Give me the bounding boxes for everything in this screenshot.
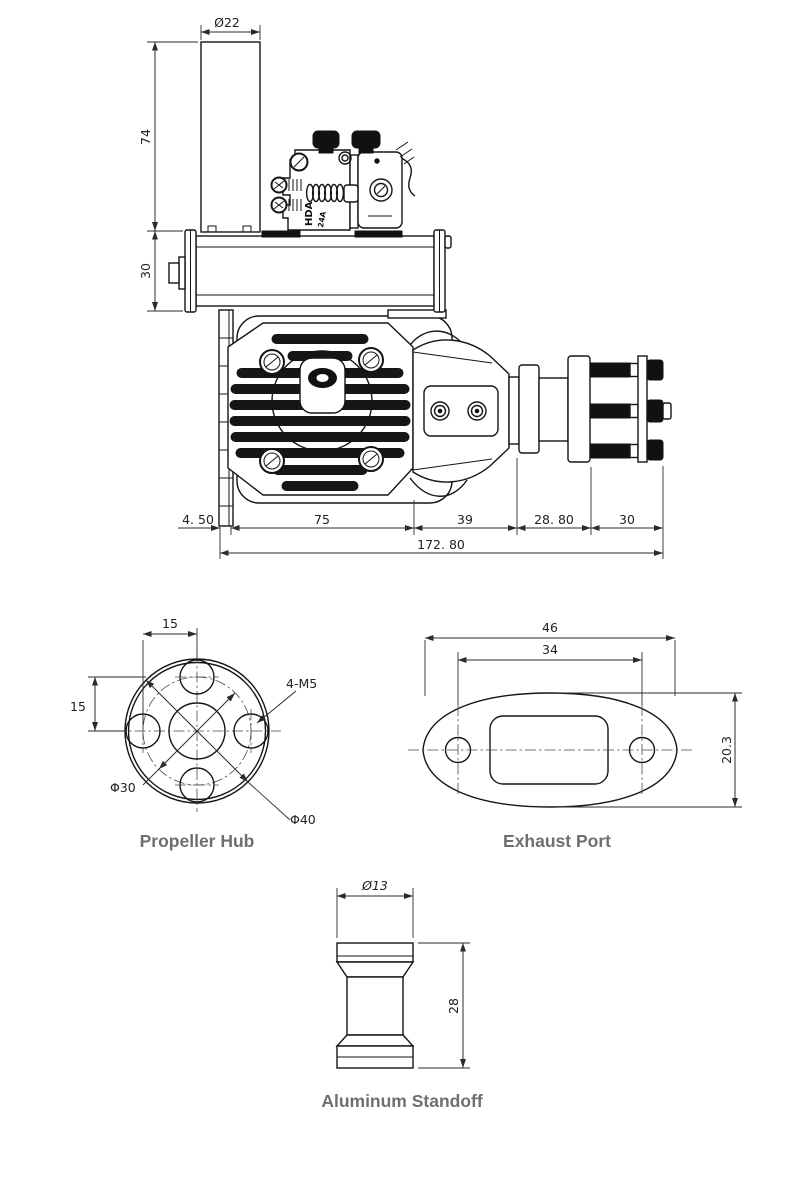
dim-standoff-height: 28: [446, 998, 461, 1014]
dim-standoff-diameter: Ø13: [361, 878, 388, 893]
carb-label: HDA: [304, 201, 315, 226]
needle-spring: [305, 183, 359, 203]
dim-exhaust-hole-spacing: 34: [542, 642, 558, 657]
dim-bolt-holes-spec: 4-M5: [286, 676, 317, 691]
front-housing: [412, 339, 510, 483]
dim-hub-hole-offset-v: 15: [70, 699, 86, 714]
prop-bolts: [589, 355, 672, 463]
exhaust-dimensions: 46 34 20.3: [424, 620, 742, 808]
exhaust-port-title: Exhaust Port: [503, 831, 611, 851]
dim-bolt-section-length: 30: [619, 512, 635, 527]
aluminum-standoff-view: Ø13 28 Aluminum Standoff: [321, 878, 483, 1111]
engine-side-view: HDA 24A Ø22 74 30: [138, 15, 672, 559]
head-screws: [259, 347, 384, 474]
cylinder-head: [227, 322, 414, 496]
dim-muffler-height: 30: [138, 263, 153, 279]
dim-hub-hole-offset-h: 15: [162, 616, 178, 631]
carburetor: HDA 24A: [261, 130, 416, 238]
main-view-dimensions: Ø22 74 30 4. 50 75 39: [138, 15, 664, 559]
propeller-hub-title: Propeller Hub: [140, 831, 255, 851]
carb-pump-body: [357, 151, 403, 229]
prop-shaft-assembly: [508, 355, 672, 463]
propeller-hub-view: 15 15 Φ30 Φ40 4-M5 Propeller Hub: [70, 616, 317, 851]
carb-caps: [312, 130, 381, 154]
muffler-outlet: [178, 256, 186, 290]
dim-exhaust-width: 46: [542, 620, 558, 635]
dim-overall-length: 172. 80: [417, 537, 465, 552]
muffler: [168, 229, 452, 313]
dim-exhaust-height: 20.3: [719, 736, 734, 764]
dim-crankcase-length: 75: [314, 512, 330, 527]
dim-bolt-circle: Φ30: [110, 780, 136, 795]
aluminum-standoff-title: Aluminum Standoff: [321, 1091, 483, 1111]
hub-dimensions: 15 15 Φ30 Φ40 4-M5: [70, 616, 317, 827]
dim-front-housing-length: 39: [457, 512, 473, 527]
dim-flange-diameter: Φ40: [290, 812, 316, 827]
throttle-lever: [395, 141, 416, 197]
dim-hub-section-length: 28. 80: [534, 512, 574, 527]
dim-stack-diameter: Ø22: [214, 15, 240, 30]
carb-sublabel: 24A: [316, 211, 328, 229]
exhaust-port-view: 46 34 20.3 Exhaust Port: [408, 620, 742, 851]
standoff-dimensions: Ø13 28: [336, 878, 470, 1069]
mixture-screws: [270, 176, 302, 214]
dim-stack-height: 74: [138, 129, 153, 145]
exhaust-stack: [200, 41, 261, 233]
dim-plate-thickness: 4. 50: [182, 512, 214, 527]
